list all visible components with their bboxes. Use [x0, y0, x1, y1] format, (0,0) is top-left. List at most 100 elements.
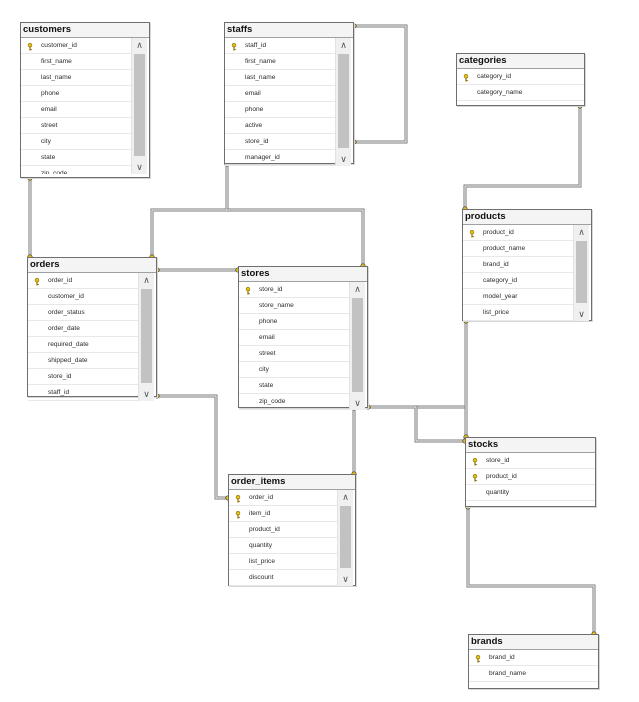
scrollbar-thumb[interactable] [576, 241, 587, 303]
column-row[interactable]: active [225, 118, 335, 134]
chevron-up-icon[interactable]: ∧ [143, 275, 150, 285]
column-row[interactable]: product_id [463, 225, 573, 241]
column-row[interactable]: brand_name [469, 666, 598, 682]
column-row[interactable]: email [225, 86, 335, 102]
column-row[interactable]: phone [21, 86, 131, 102]
scrollbar-thumb[interactable] [338, 54, 349, 148]
relationship-line-inner [467, 507, 595, 634]
column-row[interactable]: store_id [225, 134, 335, 150]
column-row[interactable]: store_id [466, 453, 595, 469]
column-row[interactable]: zip_code [239, 394, 349, 410]
chevron-down-icon[interactable]: ∨ [136, 162, 143, 172]
column-row[interactable]: city [239, 362, 349, 378]
column-row[interactable]: zip_code [21, 166, 131, 174]
column-row[interactable]: first_name [225, 54, 335, 70]
column-row[interactable]: last_name [21, 70, 131, 86]
column-row[interactable]: phone [225, 102, 335, 118]
scrollbar-thumb[interactable] [340, 506, 351, 568]
chevron-down-icon[interactable]: ∨ [340, 154, 347, 164]
column-row[interactable]: product_id [466, 469, 595, 485]
column-row[interactable]: quantity [229, 538, 337, 554]
chevron-up-icon[interactable]: ∧ [340, 40, 347, 50]
column-row[interactable]: category_id [457, 69, 584, 85]
column-row[interactable]: staff_id [28, 385, 138, 401]
column-row[interactable]: brand_id [463, 257, 573, 273]
chevron-down-icon[interactable]: ∨ [342, 574, 349, 584]
column-row[interactable]: manager_id [225, 150, 335, 166]
scrollbar[interactable]: ∧∨ [138, 273, 154, 401]
column-row[interactable]: street [239, 346, 349, 362]
column-row[interactable]: list_price [229, 554, 337, 570]
column-row[interactable]: customer_id [28, 289, 138, 305]
column-row[interactable]: city [21, 134, 131, 150]
column-row[interactable]: item_id [229, 506, 337, 522]
column-row[interactable]: store_name [239, 298, 349, 314]
scrollbar[interactable]: ∧∨ [349, 282, 365, 410]
column-name: product_id [483, 229, 514, 236]
scrollbar-thumb[interactable] [352, 298, 363, 392]
scrollbar[interactable]: ∧∨ [131, 38, 147, 174]
relationship-line[interactable] [157, 394, 228, 500]
column-row[interactable]: product_name [463, 241, 573, 257]
column-row[interactable]: email [239, 330, 349, 346]
relationship-line[interactable] [368, 321, 468, 409]
column-row[interactable]: shipped_date [28, 353, 138, 369]
column-name: customer_id [48, 293, 84, 300]
scrollbar-thumb[interactable] [134, 54, 145, 156]
column-name: email [245, 90, 261, 97]
column-row[interactable]: model_year [463, 289, 573, 305]
chevron-up-icon[interactable]: ∧ [354, 284, 361, 294]
scrollbar[interactable]: ∧∨ [573, 225, 589, 321]
column-row[interactable]: street [21, 118, 131, 134]
relationship-line[interactable] [227, 208, 365, 266]
chevron-up-icon[interactable]: ∧ [342, 492, 349, 502]
column-row[interactable]: list_price [463, 305, 573, 321]
scrollbar[interactable]: ∧∨ [335, 38, 351, 166]
column-row[interactable]: order_date [28, 321, 138, 337]
key-icon [472, 473, 478, 482]
column-row[interactable]: phone [239, 314, 349, 330]
relationship-line[interactable] [463, 106, 582, 209]
relationship-line[interactable] [466, 507, 596, 634]
chevron-up-icon[interactable]: ∧ [136, 40, 143, 50]
chevron-down-icon[interactable]: ∨ [578, 309, 585, 319]
column-row[interactable]: required_date [28, 337, 138, 353]
column-row[interactable]: store_id [239, 282, 349, 298]
column-row[interactable]: order_status [28, 305, 138, 321]
chevron-up-icon[interactable]: ∧ [578, 227, 585, 237]
column-row[interactable]: discount [229, 570, 337, 586]
column-row[interactable]: order_id [229, 490, 337, 506]
column-row[interactable]: store_id [28, 369, 138, 385]
column-name: last_name [245, 74, 276, 81]
column-row[interactable]: state [239, 378, 349, 394]
column-row[interactable]: staff_id [225, 38, 335, 54]
column-row[interactable]: category_id [463, 273, 573, 289]
column-row[interactable]: state [21, 150, 131, 166]
column-row[interactable]: category_name [457, 85, 584, 101]
column-row[interactable]: quantity [466, 485, 595, 501]
column-row[interactable]: email [21, 102, 131, 118]
relationship-line[interactable] [354, 24, 408, 144]
scrollbar-thumb[interactable] [141, 289, 152, 383]
relationship-line-inner [368, 406, 465, 442]
column-row[interactable]: brand_id [469, 650, 598, 666]
chevron-down-icon[interactable]: ∨ [143, 389, 150, 399]
column-row[interactable]: first_name [21, 54, 131, 70]
column-row[interactable]: last_name [225, 70, 335, 86]
scrollbar[interactable]: ∧∨ [337, 490, 353, 586]
column-row[interactable]: order_id [28, 273, 138, 289]
column-row[interactable]: product_id [229, 522, 337, 538]
column-row[interactable]: customer_id [21, 38, 131, 54]
key-icon [231, 42, 237, 51]
chevron-down-icon[interactable]: ∨ [354, 398, 361, 408]
